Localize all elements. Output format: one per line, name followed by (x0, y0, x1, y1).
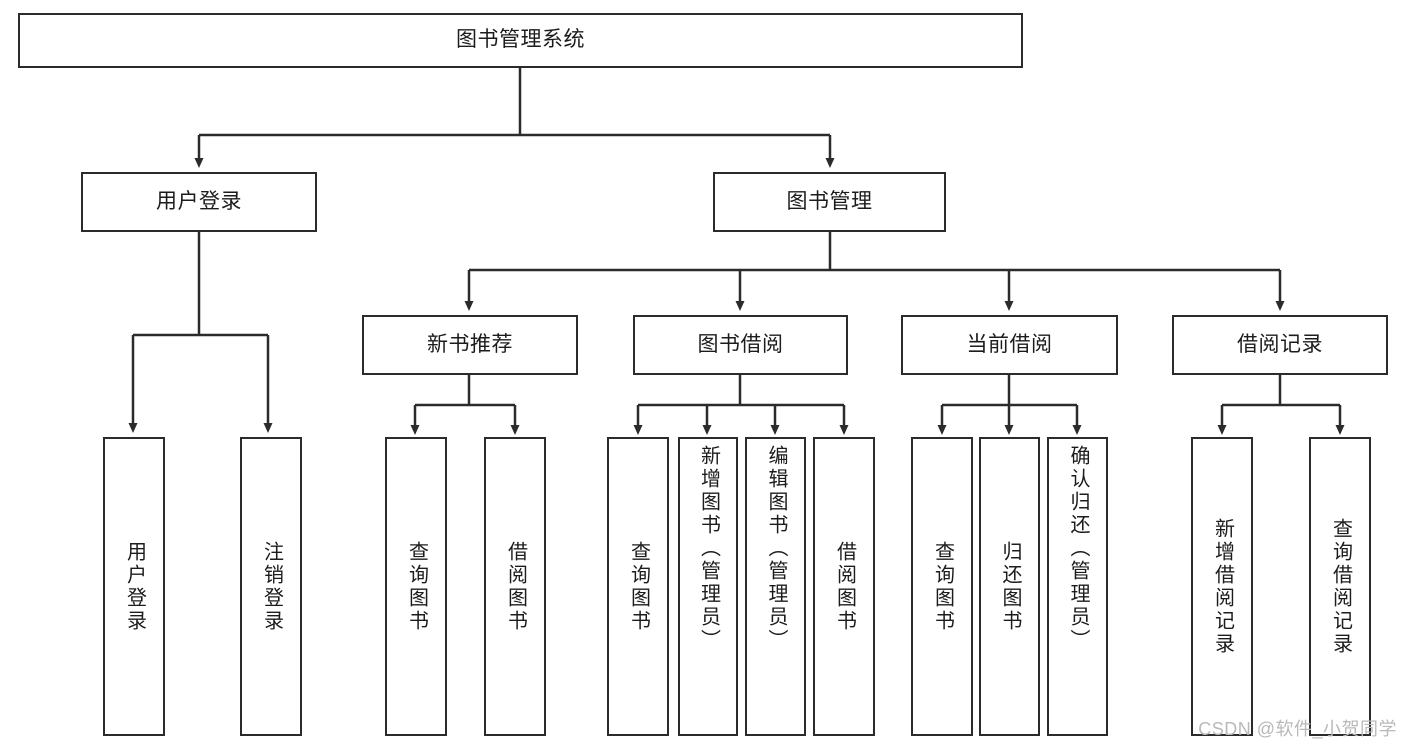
node-leaf-query-book-a[interactable]: 查询图书 (385, 437, 447, 736)
node-borrow-record-label: 借阅记录 (1237, 332, 1323, 356)
node-leaf-logout[interactable]: 注销登录 (240, 437, 302, 736)
node-leaf-user-login[interactable]: 用户登录 (103, 437, 165, 736)
node-borrow-record[interactable]: 借阅记录 (1172, 315, 1388, 375)
node-root-label: 图书管理系统 (456, 28, 585, 52)
node-leaf-query-book-c-label: 查询图书 (931, 540, 954, 633)
node-current-borrow[interactable]: 当前借阅 (901, 315, 1118, 375)
node-user-login-label: 用户登录 (156, 189, 242, 213)
node-leaf-edit-book-label: 编辑图书（管理员） (765, 445, 787, 652)
node-leaf-add-book[interactable]: 新增图书（管理员） (678, 437, 738, 736)
node-leaf-add-record-label: 新增借阅记录 (1211, 517, 1234, 656)
node-leaf-query-record-label: 查询借阅记录 (1329, 517, 1352, 656)
node-book-borrow[interactable]: 图书借阅 (633, 315, 848, 375)
node-leaf-edit-book[interactable]: 编辑图书（管理员） (745, 437, 806, 736)
node-leaf-confirm-return[interactable]: 确认归还（管理员） (1047, 437, 1108, 736)
node-leaf-borrow-book-b[interactable]: 借阅图书 (813, 437, 875, 736)
node-book-manage-label: 图书管理 (786, 189, 873, 213)
node-leaf-query-book-c[interactable]: 查询图书 (911, 437, 973, 736)
node-current-borrow-label: 当前借阅 (966, 332, 1053, 356)
node-leaf-query-book-b[interactable]: 查询图书 (607, 437, 669, 736)
node-book-borrow-label: 图书借阅 (697, 332, 784, 356)
node-leaf-borrow-book-a[interactable]: 借阅图书 (484, 437, 546, 736)
node-leaf-confirm-return-label: 确认归还（管理员） (1067, 445, 1089, 652)
node-new-book-recommendation-label: 新书推荐 (427, 332, 513, 356)
node-leaf-user-login-label: 用户登录 (123, 540, 146, 633)
node-user-login[interactable]: 用户登录 (81, 172, 317, 232)
node-leaf-query-book-a-label: 查询图书 (405, 540, 428, 633)
node-new-book-recommendation[interactable]: 新书推荐 (362, 315, 578, 375)
node-leaf-logout-label: 注销登录 (260, 540, 283, 633)
node-leaf-borrow-book-a-label: 借阅图书 (504, 540, 527, 633)
node-book-manage[interactable]: 图书管理 (713, 172, 946, 232)
node-root[interactable]: 图书管理系统 (18, 13, 1023, 68)
node-leaf-query-record[interactable]: 查询借阅记录 (1309, 437, 1371, 736)
node-leaf-query-book-b-label: 查询图书 (627, 540, 650, 633)
node-leaf-borrow-book-b-label: 借阅图书 (833, 540, 856, 633)
node-leaf-add-book-label: 新增图书（管理员） (697, 445, 720, 652)
node-leaf-add-record[interactable]: 新增借阅记录 (1191, 437, 1253, 736)
csdn-watermark: CSDN @软件_小贺同学 (1198, 719, 1397, 739)
node-leaf-return-book[interactable]: 归还图书 (979, 437, 1040, 736)
node-leaf-return-book-label: 归还图书 (999, 540, 1021, 633)
